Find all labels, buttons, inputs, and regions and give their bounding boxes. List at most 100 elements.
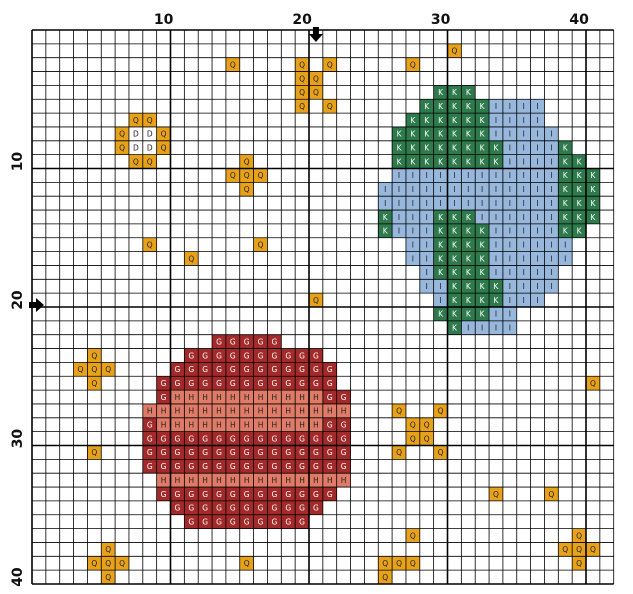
stitch-symbol: H bbox=[175, 407, 181, 416]
stitch-symbol: Q bbox=[299, 60, 305, 69]
stitch-symbol: H bbox=[175, 393, 181, 402]
stitch-symbol: I bbox=[481, 213, 483, 222]
stitch-symbol: I bbox=[509, 254, 511, 263]
stitch-symbol: I bbox=[536, 199, 538, 208]
stitch-symbol: G bbox=[313, 434, 319, 443]
stitch-symbol: I bbox=[467, 324, 469, 333]
stitch-symbol: H bbox=[216, 476, 222, 485]
stitch-symbol: G bbox=[188, 434, 194, 443]
stitch-symbol: H bbox=[188, 407, 194, 416]
stitch-symbol: I bbox=[453, 185, 455, 194]
stitch-symbol: Q bbox=[590, 379, 596, 388]
stitch-symbol: I bbox=[550, 171, 552, 180]
stitch-symbol: H bbox=[244, 476, 250, 485]
stitch-symbol: G bbox=[147, 434, 153, 443]
stitch-symbol: G bbox=[285, 490, 291, 499]
stitch-symbol: I bbox=[509, 116, 511, 125]
stitch-symbol: I bbox=[536, 157, 538, 166]
stitch-symbol: G bbox=[188, 448, 194, 457]
stitch-symbol: G bbox=[285, 434, 291, 443]
stitch-symbol: G bbox=[327, 434, 333, 443]
stitch-symbol: I bbox=[523, 227, 525, 236]
stitch-symbol: H bbox=[216, 407, 222, 416]
y-tick-label: 10 bbox=[10, 152, 26, 172]
stitch-symbol: I bbox=[536, 296, 538, 305]
stitch-symbol: H bbox=[313, 393, 319, 402]
stitch-symbol: Q bbox=[548, 490, 554, 499]
stitch-symbol: G bbox=[327, 421, 333, 430]
stitch-symbol: H bbox=[285, 407, 291, 416]
stitch-symbol: D bbox=[147, 144, 153, 153]
stitch-symbol: I bbox=[495, 213, 497, 222]
stitch-symbol: I bbox=[523, 240, 525, 249]
stitch-symbol: Q bbox=[91, 559, 97, 568]
stitch-symbol: G bbox=[161, 393, 167, 402]
stitch-symbol: G bbox=[313, 351, 319, 360]
stitch-symbol: I bbox=[523, 282, 525, 291]
stitch-symbol: Q bbox=[258, 171, 264, 180]
stitch-symbol: I bbox=[509, 324, 511, 333]
stitch-symbol: Q bbox=[133, 157, 139, 166]
stitch-symbol: G bbox=[299, 434, 305, 443]
stitch-symbol: I bbox=[495, 240, 497, 249]
stitch-symbol: G bbox=[188, 517, 194, 526]
stitch-symbol: H bbox=[313, 421, 319, 430]
stitch-symbol: G bbox=[271, 337, 277, 346]
stitch-symbol: I bbox=[509, 199, 511, 208]
stitch-symbol: I bbox=[509, 185, 511, 194]
stitch-symbol: I bbox=[536, 282, 538, 291]
stitch-symbol: Q bbox=[147, 116, 153, 125]
stitch-symbol: G bbox=[244, 490, 250, 499]
stitch-symbol: G bbox=[258, 351, 264, 360]
stitch-symbol: I bbox=[509, 282, 511, 291]
stitch-symbol: I bbox=[412, 171, 414, 180]
stitch-symbol: I bbox=[536, 102, 538, 111]
stitch-symbol: G bbox=[244, 365, 250, 374]
stitch-symbol: Q bbox=[576, 531, 582, 540]
stitch-symbol: H bbox=[285, 476, 291, 485]
stitch-symbol: I bbox=[467, 199, 469, 208]
stitch-symbol: Q bbox=[576, 545, 582, 554]
stitch-symbol: I bbox=[426, 268, 428, 277]
stitch-symbol: I bbox=[509, 227, 511, 236]
stitch-symbol: G bbox=[285, 448, 291, 457]
stitch-symbol: I bbox=[384, 199, 386, 208]
stitch-symbol: G bbox=[202, 379, 208, 388]
x-tick-label: 20 bbox=[292, 12, 312, 28]
stitch-symbol: G bbox=[285, 504, 291, 513]
stitch-symbol: Q bbox=[147, 157, 153, 166]
y-tick-label: 30 bbox=[10, 429, 26, 449]
y-tick-label: 40 bbox=[10, 567, 26, 587]
stitch-symbol: I bbox=[536, 185, 538, 194]
stitch-symbol: I bbox=[550, 227, 552, 236]
stitch-symbol: I bbox=[523, 171, 525, 180]
stitch-symbol: G bbox=[230, 337, 236, 346]
stitch-symbol: Q bbox=[244, 157, 250, 166]
stitch-symbol: I bbox=[509, 157, 511, 166]
stitch-symbol: H bbox=[327, 407, 333, 416]
stitch-symbol: H bbox=[285, 393, 291, 402]
stitch-symbol: I bbox=[550, 268, 552, 277]
stitch-symbol: G bbox=[327, 462, 333, 471]
stitch-symbol: Q bbox=[382, 559, 388, 568]
stitch-symbol: Q bbox=[91, 448, 97, 457]
stitch-symbol: H bbox=[313, 476, 319, 485]
stitch-symbol: G bbox=[244, 504, 250, 513]
stitch-symbol: Q bbox=[230, 60, 236, 69]
stitch-symbol: G bbox=[271, 490, 277, 499]
stitch-symbol: Q bbox=[105, 365, 111, 374]
stitch-symbol: G bbox=[202, 462, 208, 471]
stitch-symbol: I bbox=[426, 227, 428, 236]
stitch-symbol: G bbox=[230, 379, 236, 388]
stitch-symbol: G bbox=[216, 517, 222, 526]
stitch-symbol: H bbox=[244, 407, 250, 416]
stitch-symbol: G bbox=[175, 462, 181, 471]
stitch-symbol: G bbox=[188, 462, 194, 471]
stitch-symbol: G bbox=[202, 504, 208, 513]
stitch-symbol: G bbox=[202, 490, 208, 499]
stitch-symbol: G bbox=[230, 351, 236, 360]
stitch-symbol: H bbox=[327, 476, 333, 485]
stitch-symbol: Q bbox=[119, 130, 125, 139]
stitch-symbol: I bbox=[509, 102, 511, 111]
stitch-symbol: Q bbox=[119, 559, 125, 568]
